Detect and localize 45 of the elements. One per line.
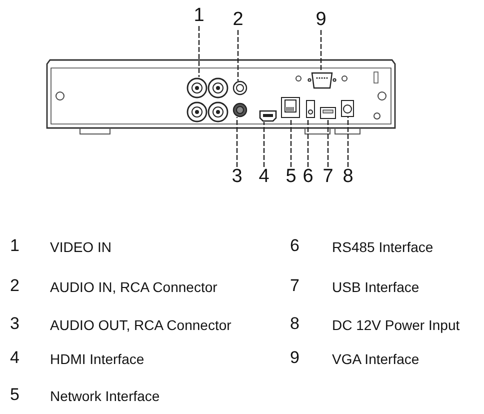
leader-line — [263, 122, 265, 167]
item-description: USB Interface — [332, 278, 420, 296]
leader-line — [198, 26, 200, 77]
item-number: 8 — [290, 315, 300, 333]
item-description: AUDIO IN, RCA Connector — [50, 278, 218, 296]
callout-number: 6 — [301, 167, 315, 187]
terminal-block-icon — [306, 100, 315, 118]
leader-line — [237, 30, 239, 81]
item-description: DC 12V Power Input — [332, 316, 460, 334]
item-description: RS485 Interface — [332, 238, 434, 256]
vga-port-icon — [308, 72, 336, 89]
power-jack-icon — [341, 100, 354, 117]
callout-number: 9 — [314, 10, 328, 30]
item-description: AUDIO OUT, RCA Connector — [50, 316, 232, 334]
usb-port-icon — [320, 107, 336, 119]
item-number: 7 — [290, 277, 300, 295]
leader-line — [327, 119, 329, 167]
item-number: 3 — [10, 315, 20, 333]
leader-line — [290, 118, 292, 167]
item-number: 5 — [10, 386, 20, 404]
callout-number: 2 — [231, 10, 245, 30]
callout-number: 7 — [321, 167, 335, 187]
callout-number: 4 — [257, 167, 271, 187]
ethernet-port-icon — [281, 97, 300, 118]
item-description: VIDEO IN — [50, 238, 112, 256]
item-number: 6 — [290, 237, 300, 255]
callout-number: 1 — [192, 6, 206, 26]
hdmi-port-icon — [259, 110, 277, 122]
callout-number: 3 — [230, 167, 244, 187]
item-number: 4 — [10, 349, 20, 367]
item-description: Network Interface — [50, 387, 160, 405]
item-description: HDMI Interface — [50, 350, 144, 368]
leader-line — [307, 118, 309, 167]
rca-connector-icon — [233, 81, 247, 95]
leader-line — [236, 117, 238, 167]
callout-number: 5 — [284, 167, 298, 187]
bnc-connectors-drawing — [187, 77, 229, 123]
callout-number: 8 — [341, 167, 355, 187]
item-number: 9 — [290, 349, 300, 367]
item-number: 1 — [10, 237, 20, 255]
rca-connector-icon — [233, 103, 247, 117]
item-description: VGA Interface — [332, 350, 420, 368]
leader-line — [320, 30, 322, 72]
item-number: 2 — [10, 277, 20, 295]
leader-line — [347, 117, 349, 167]
